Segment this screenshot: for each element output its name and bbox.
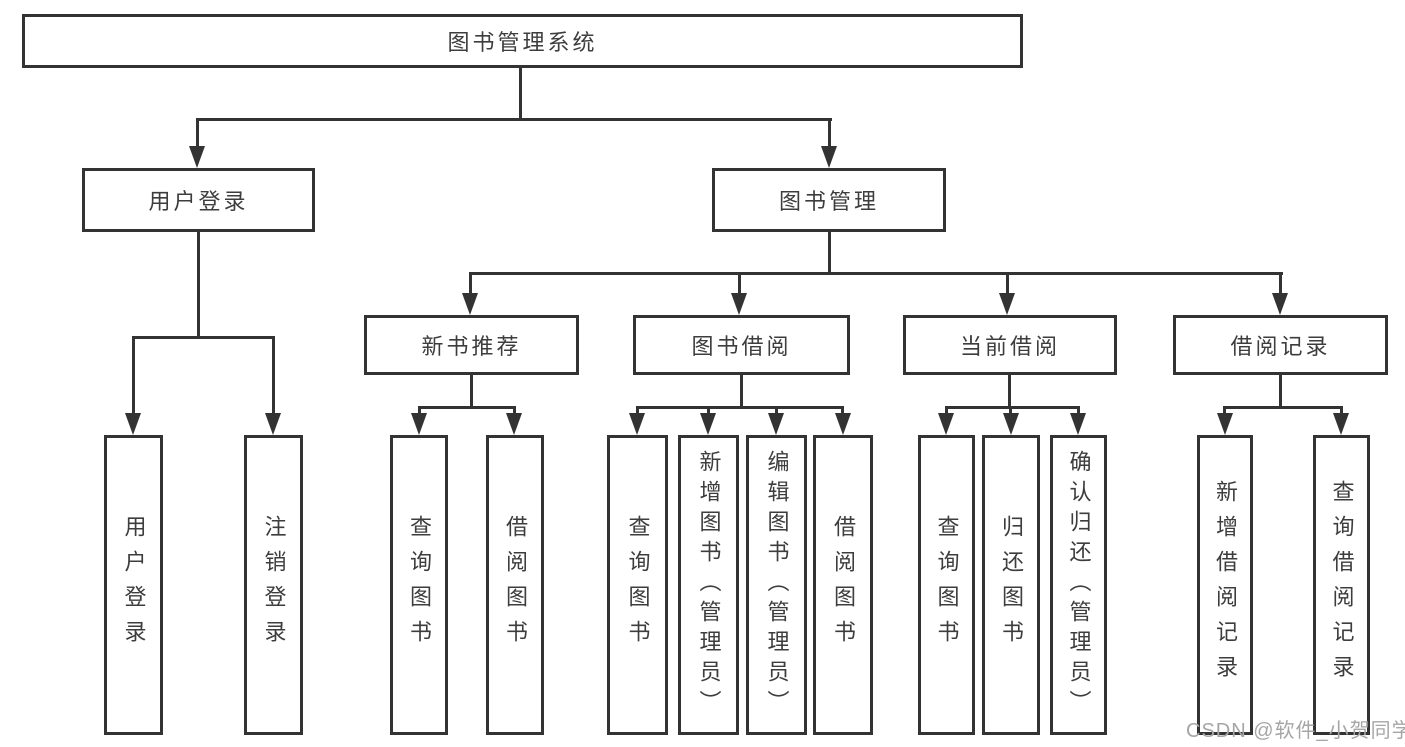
arrow-down-icon (1272, 293, 1288, 315)
connector-line (272, 336, 275, 413)
arrow-down-icon (821, 146, 837, 168)
connector-line (1009, 406, 1012, 413)
arrow-down-icon (938, 413, 954, 435)
arrow-down-icon (1217, 413, 1233, 435)
connector-line (1077, 406, 1080, 413)
arrow-down-icon (125, 413, 141, 435)
node-user-login-leaf: 用户登录 (104, 435, 163, 735)
connector-line (132, 336, 274, 339)
arrow-down-icon (506, 413, 522, 435)
arrow-down-icon (999, 293, 1015, 315)
node-borrowing-records: 借阅记录 (1173, 315, 1388, 375)
connector-line (1006, 272, 1009, 293)
arrow-down-icon (1070, 413, 1086, 435)
arrow-down-icon (835, 413, 851, 435)
arrow-down-icon (700, 413, 716, 435)
connector-line (1279, 375, 1282, 406)
connector-line (740, 375, 743, 406)
connector-line (636, 406, 844, 409)
connector-line (636, 406, 639, 413)
watermark: CSDN @软件_小贺同学 (1186, 720, 1405, 742)
connector-line (1279, 272, 1282, 293)
arrow-down-icon (265, 413, 281, 435)
connector-line (418, 406, 516, 409)
arrow-down-icon (411, 413, 427, 435)
node-query-books: 查询图书 (918, 435, 975, 735)
connector-line (513, 406, 516, 413)
connector-line (197, 232, 200, 336)
connector-line (418, 406, 421, 413)
arrow-down-icon (189, 146, 205, 168)
connector-line (196, 118, 832, 121)
node-query-borrow-record: 查询借阅记录 (1313, 435, 1370, 735)
arrow-down-icon (1333, 413, 1349, 435)
node-borrow-books: 借阅图书 (486, 435, 544, 735)
node-borrow-books: 借阅图书 (813, 435, 873, 735)
connector-line (828, 232, 831, 272)
node-add-book-admin: 新增图书（管理员） (678, 435, 739, 735)
arrow-down-icon (731, 293, 747, 315)
connector-line (1224, 406, 1343, 409)
connector-line (775, 406, 778, 413)
connector-line (196, 118, 199, 146)
node-book-management: 图书管理 (712, 168, 946, 232)
connector-line (828, 118, 831, 146)
node-add-borrow-record: 新增借阅记录 (1197, 435, 1253, 735)
connector-line (132, 336, 135, 413)
arrow-down-icon (768, 413, 784, 435)
node-edit-book-admin: 编辑图书（管理员） (746, 435, 807, 735)
connector-line (470, 375, 473, 406)
connector-line (945, 406, 948, 413)
connector-line (707, 406, 710, 413)
arrow-down-icon (629, 413, 645, 435)
node-query-books: 查询图书 (390, 435, 448, 735)
node-new-book-recommendation: 新书推荐 (364, 315, 579, 375)
connector-line (1340, 406, 1343, 413)
node-query-books: 查询图书 (607, 435, 668, 735)
node-current-borrowing: 当前借阅 (903, 315, 1117, 375)
connector-line (738, 272, 741, 293)
connector-line (1223, 406, 1226, 413)
connector-line (841, 406, 844, 413)
arrow-down-icon (1003, 413, 1019, 435)
connector-line (469, 272, 472, 293)
connector-line (1008, 375, 1011, 406)
node-user-login: 用户登录 (82, 168, 315, 232)
arrow-down-icon (462, 293, 478, 315)
node-book-borrowing: 图书借阅 (633, 315, 850, 375)
node-logout: 注销登录 (244, 435, 303, 735)
connector-line (519, 68, 522, 118)
node-return-books: 归还图书 (982, 435, 1040, 735)
connector-line (945, 406, 1079, 409)
node-library-management-system: 图书管理系统 (22, 14, 1023, 68)
node-confirm-return-admin: 确认归还（管理员） (1050, 435, 1107, 735)
connector-line (469, 272, 1283, 275)
